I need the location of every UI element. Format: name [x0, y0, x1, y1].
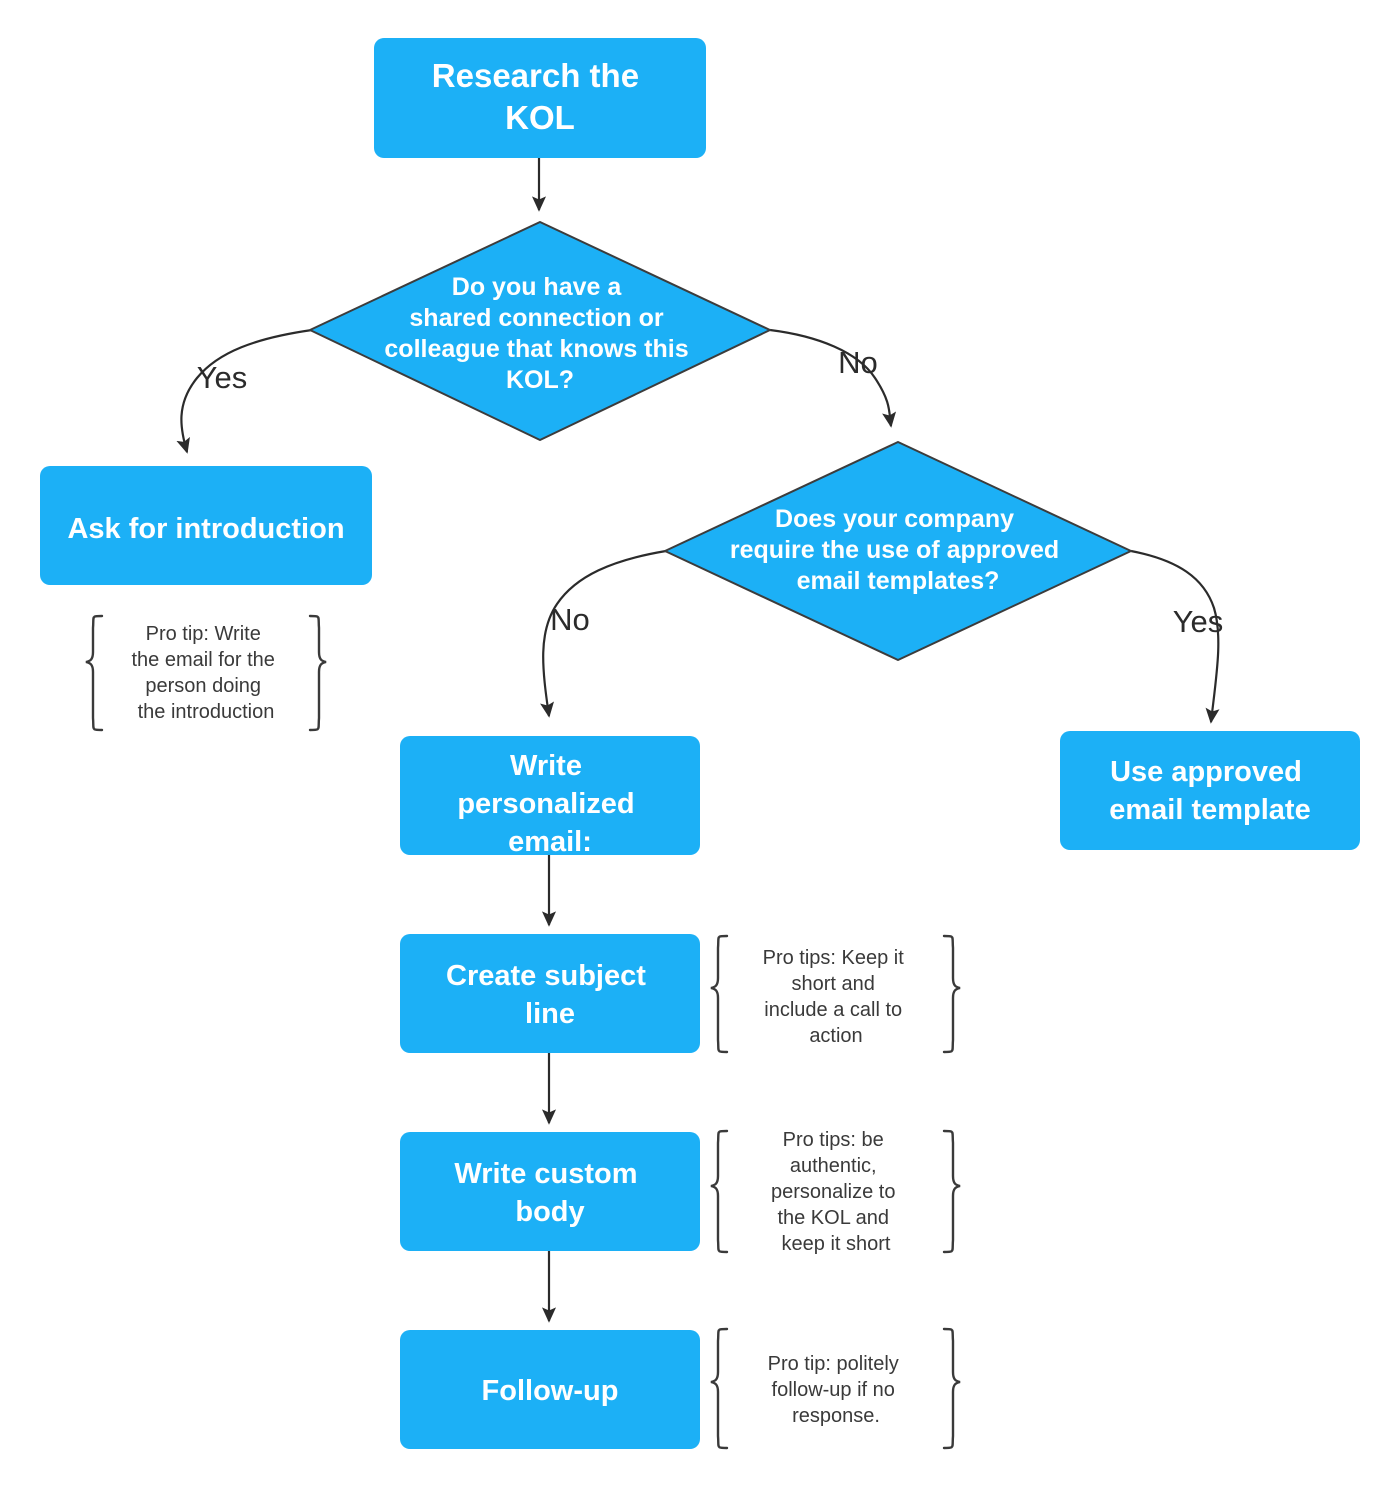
edge-label-shared-yes: Yes [197, 360, 248, 395]
tip-ask-for-introduction-brace-right [308, 614, 327, 732]
tip-create-subject-line-brace-left [710, 934, 729, 1054]
node-research-the-kol[interactable]: Research the KOL [374, 38, 706, 158]
node-create-subject-line-label: Create subject line [446, 960, 654, 1030]
node-research-the-kol-shape [374, 38, 706, 158]
tip-follow-up-brace-right [942, 1327, 961, 1450]
tip-ask-for-introduction-text: Pro tip: Write the email for the person … [132, 623, 281, 723]
edge-label-templates-no: No [550, 602, 590, 637]
node-create-subject-line-shape [400, 934, 700, 1053]
node-write-custom-body-label: Write custom body [454, 1158, 645, 1228]
edge-q2-no-to-write-email [540, 549, 667, 718]
node-ask-for-introduction-shape [40, 466, 372, 585]
node-write-custom-body[interactable]: Write custom body [400, 1132, 700, 1251]
node-use-approved-email-template[interactable]: Use approved email template [1060, 731, 1360, 850]
connectors [176, 158, 1220, 1323]
node-write-personalized-email-label: Write personalized email: [457, 750, 642, 858]
node-follow-up-label: Follow-up [482, 1375, 619, 1407]
tip-follow-up: Pro tip: politely follow-up if no respon… [710, 1327, 961, 1450]
tip-ask-for-introduction: Pro tip: Write the email for the person … [85, 614, 327, 732]
edge-q1-yes-to-ask-intro [176, 328, 313, 454]
node-decision-shared-connection-label: Do you have a shared connection or colle… [384, 273, 695, 394]
node-research-the-kol-label: Research the KOL [432, 57, 648, 136]
node-follow-up-shape [400, 1330, 700, 1449]
node-write-custom-body-shape [400, 1132, 700, 1251]
edge-label-templates-yes: Yes [1173, 604, 1224, 639]
edge-q1-no-to-q2 [769, 328, 897, 428]
node-use-approved-email-template-label: Use approved email template [1109, 756, 1310, 826]
node-decision-approved-templates-label: Does your company require the use of app… [730, 505, 1066, 595]
tip-write-custom-body-brace-right [942, 1129, 961, 1254]
node-ask-for-introduction[interactable]: Ask for introduction [40, 466, 372, 585]
edge-q2-yes-to-use-template [1130, 549, 1220, 724]
node-decision-shared-connection[interactable]: Do you have a shared connection or colle… [309, 221, 771, 441]
node-write-personalized-email[interactable]: Write personalized email: [400, 736, 700, 858]
node-write-personalized-email-shape [400, 736, 700, 855]
node-ask-for-introduction-label: Ask for introduction [67, 513, 344, 545]
node-create-subject-line[interactable]: Create subject line [400, 934, 700, 1053]
tip-write-custom-body-text: Pro tips: be authentic, personalize to t… [771, 1129, 901, 1255]
tip-create-subject-line-text: Pro tips: Keep it short and include a ca… [763, 947, 910, 1047]
node-follow-up[interactable]: Follow-up [400, 1330, 700, 1449]
node-decision-approved-templates[interactable]: Does your company require the use of app… [664, 441, 1132, 661]
node-decision-approved-templates-shape [664, 441, 1132, 661]
tip-follow-up-brace-left [710, 1327, 729, 1450]
tip-write-custom-body-brace-left [710, 1129, 729, 1254]
tip-follow-up-text: Pro tip: politely follow-up if no respon… [768, 1353, 905, 1427]
tip-write-custom-body: Pro tips: be authentic, personalize to t… [710, 1129, 961, 1255]
tip-ask-for-introduction-brace-left [85, 614, 104, 732]
node-use-approved-email-template-shape [1060, 731, 1360, 850]
tip-create-subject-line-brace-right [942, 934, 961, 1054]
tip-create-subject-line: Pro tips: Keep it short and include a ca… [710, 934, 961, 1054]
edge-label-shared-no: No [838, 345, 878, 380]
node-decision-shared-connection-shape [309, 221, 771, 441]
